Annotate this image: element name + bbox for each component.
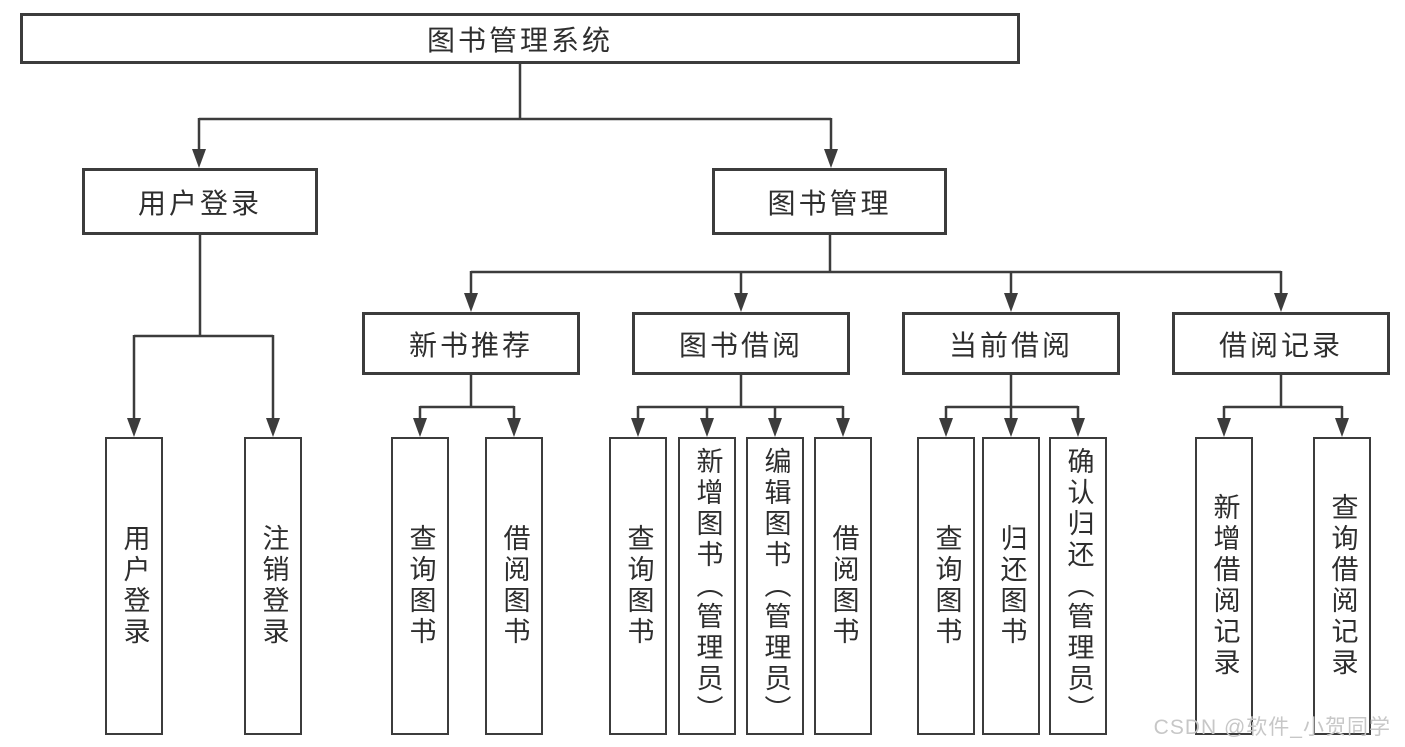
node-book-borrowing: 图书借阅 [632, 312, 850, 375]
node-label: 新增图书（管理员） [692, 446, 723, 726]
node-label: 借阅图书 [828, 524, 859, 648]
leaf-query-books-current: 查询图书 [917, 437, 975, 735]
node-label: 用户登录 [137, 187, 262, 219]
node-label: 查询图书 [623, 524, 654, 648]
node-user-login: 用户登录 [82, 168, 318, 235]
node-label: 借阅图书 [499, 524, 530, 648]
leaf-query-books-borrowing: 查询图书 [609, 437, 667, 735]
node-label: 用户登录 [119, 524, 150, 648]
leaf-logout: 注销登录 [244, 437, 302, 735]
node-label: 图书管理系统 [426, 24, 613, 56]
node-label: 新增借阅记录 [1209, 493, 1240, 679]
leaf-borrow-books-recommend: 借阅图书 [485, 437, 543, 735]
node-label: 图书管理 [767, 187, 892, 219]
node-label: 查询图书 [405, 524, 436, 648]
node-label: 查询图书 [931, 524, 962, 648]
node-borrowing-records: 借阅记录 [1172, 312, 1390, 375]
leaf-edit-books-admin: 编辑图书（管理员） [746, 437, 804, 735]
node-library-management-system: 图书管理系统 [20, 13, 1020, 64]
node-new-book-recommend: 新书推荐 [362, 312, 580, 375]
leaf-user-login: 用户登录 [105, 437, 163, 735]
node-current-borrowing: 当前借阅 [902, 312, 1120, 375]
node-label: 当前借阅 [948, 329, 1073, 361]
node-label: 查询借阅记录 [1327, 493, 1358, 679]
leaf-confirm-return-admin: 确认归还（管理员） [1049, 437, 1107, 735]
node-label: 编辑图书（管理员） [760, 446, 791, 726]
csdn-watermark: CSDN @软件_小贺同学 [1153, 716, 1391, 739]
leaf-borrow-books: 借阅图书 [814, 437, 872, 735]
node-label: 新书推荐 [408, 329, 533, 361]
node-label: 归还图书 [996, 524, 1027, 648]
node-label: 图书借阅 [678, 329, 803, 361]
leaf-return-books: 归还图书 [982, 437, 1040, 735]
node-label: 借阅记录 [1218, 329, 1343, 361]
node-book-management: 图书管理 [712, 168, 947, 235]
leaf-add-books-admin: 新增图书（管理员） [678, 437, 736, 735]
node-label: 注销登录 [258, 524, 289, 648]
leaf-query-borrow-record: 查询借阅记录 [1313, 437, 1371, 735]
leaf-query-books-recommend: 查询图书 [391, 437, 449, 735]
node-label: 确认归还（管理员） [1063, 446, 1094, 726]
leaf-add-borrow-record: 新增借阅记录 [1195, 437, 1253, 735]
